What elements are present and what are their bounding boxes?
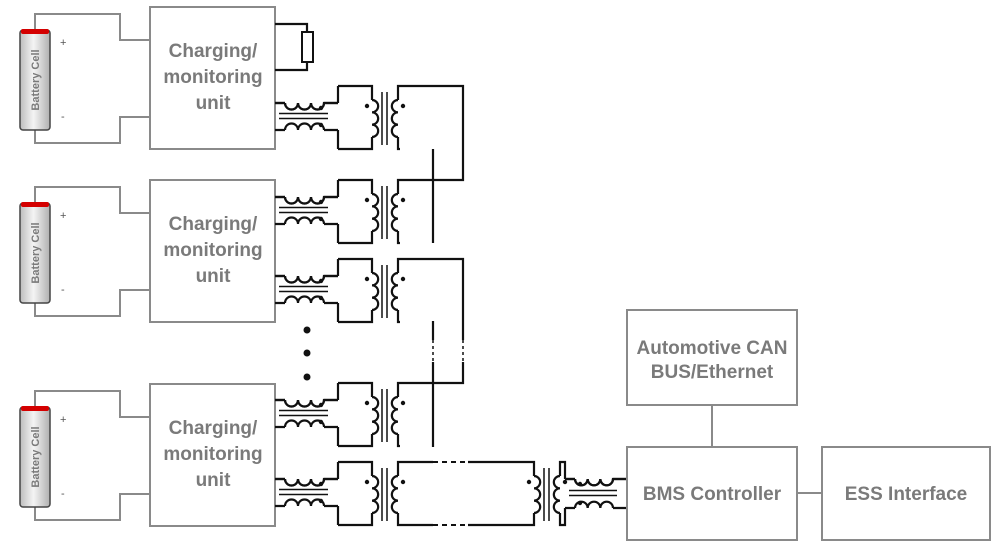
bus-wire-1 (400, 84, 465, 243)
bms-label: BMS Controller (643, 484, 782, 505)
unit-label-line: monitoring (163, 67, 262, 88)
unit-box (149, 383, 276, 527)
unit-label-line: unit (196, 470, 231, 491)
minus-sign: - (61, 284, 65, 296)
battery-label: Battery Cell (30, 426, 42, 487)
can-label-line2: BUS/Ethernet (651, 362, 774, 383)
cell-wire (34, 186, 150, 317)
termination-resistor (275, 22, 314, 72)
battery-label: Battery Cell (30, 49, 42, 110)
ess-label: ESS Interface (845, 484, 968, 505)
plus-sign: + (60, 210, 66, 222)
minus-sign: - (61, 488, 65, 500)
isolation-coupler-1 (275, 84, 406, 151)
isolation-coupler-2 (275, 178, 406, 245)
ess-interface-box: ESS Interface (821, 446, 991, 541)
bms-controller-box: BMS Controller (626, 446, 798, 541)
unit-label-line: Charging/ (169, 41, 258, 62)
unit-label-line: monitoring (163, 444, 262, 465)
unit-label-line: monitoring (163, 240, 262, 261)
unit-label-line: Charging/ (169, 214, 258, 235)
isolation-coupler-3 (275, 257, 406, 324)
bus-wire-2 (400, 257, 465, 447)
ellipsis-dot (303, 373, 311, 381)
minus-sign: - (61, 111, 65, 123)
charging-unit-3: Battery Cell + - Charging/monitoring unit (19, 383, 276, 527)
isolation-coupler-4 (275, 381, 406, 448)
battery-terminal (21, 29, 49, 34)
can-bus-box: Automotive CAN BUS/Ethernet (626, 309, 798, 406)
unit-label-line: unit (196, 93, 231, 114)
bms-coupler (500, 460, 627, 527)
controller-links (711, 405, 822, 494)
cell-wire (34, 390, 150, 521)
battery-terminal (21, 406, 49, 411)
plus-sign: + (60, 37, 66, 49)
charging-unit-1: Battery Cell + - Charging/monitoring unit (19, 6, 276, 150)
ellipsis-dot (303, 349, 311, 357)
bus-wire-3 (400, 460, 500, 527)
ellipsis-dot (303, 326, 311, 334)
unit-box (149, 179, 276, 323)
unit-label-line: unit (196, 266, 231, 287)
unit-label-line: Charging/ (169, 418, 258, 439)
unit-box (149, 6, 276, 150)
charging-unit-2: Battery Cell + - Charging/monitoring unit (19, 179, 276, 323)
bus-wire-dashed (433, 461, 468, 526)
plus-sign: + (60, 414, 66, 426)
isolation-coupler-5 (275, 460, 406, 527)
battery-label: Battery Cell (30, 222, 42, 283)
cell-wire (34, 13, 150, 144)
battery-terminal (21, 202, 49, 207)
can-label-line1: Automotive CAN (637, 338, 788, 359)
bus-wire-gap (432, 340, 464, 362)
